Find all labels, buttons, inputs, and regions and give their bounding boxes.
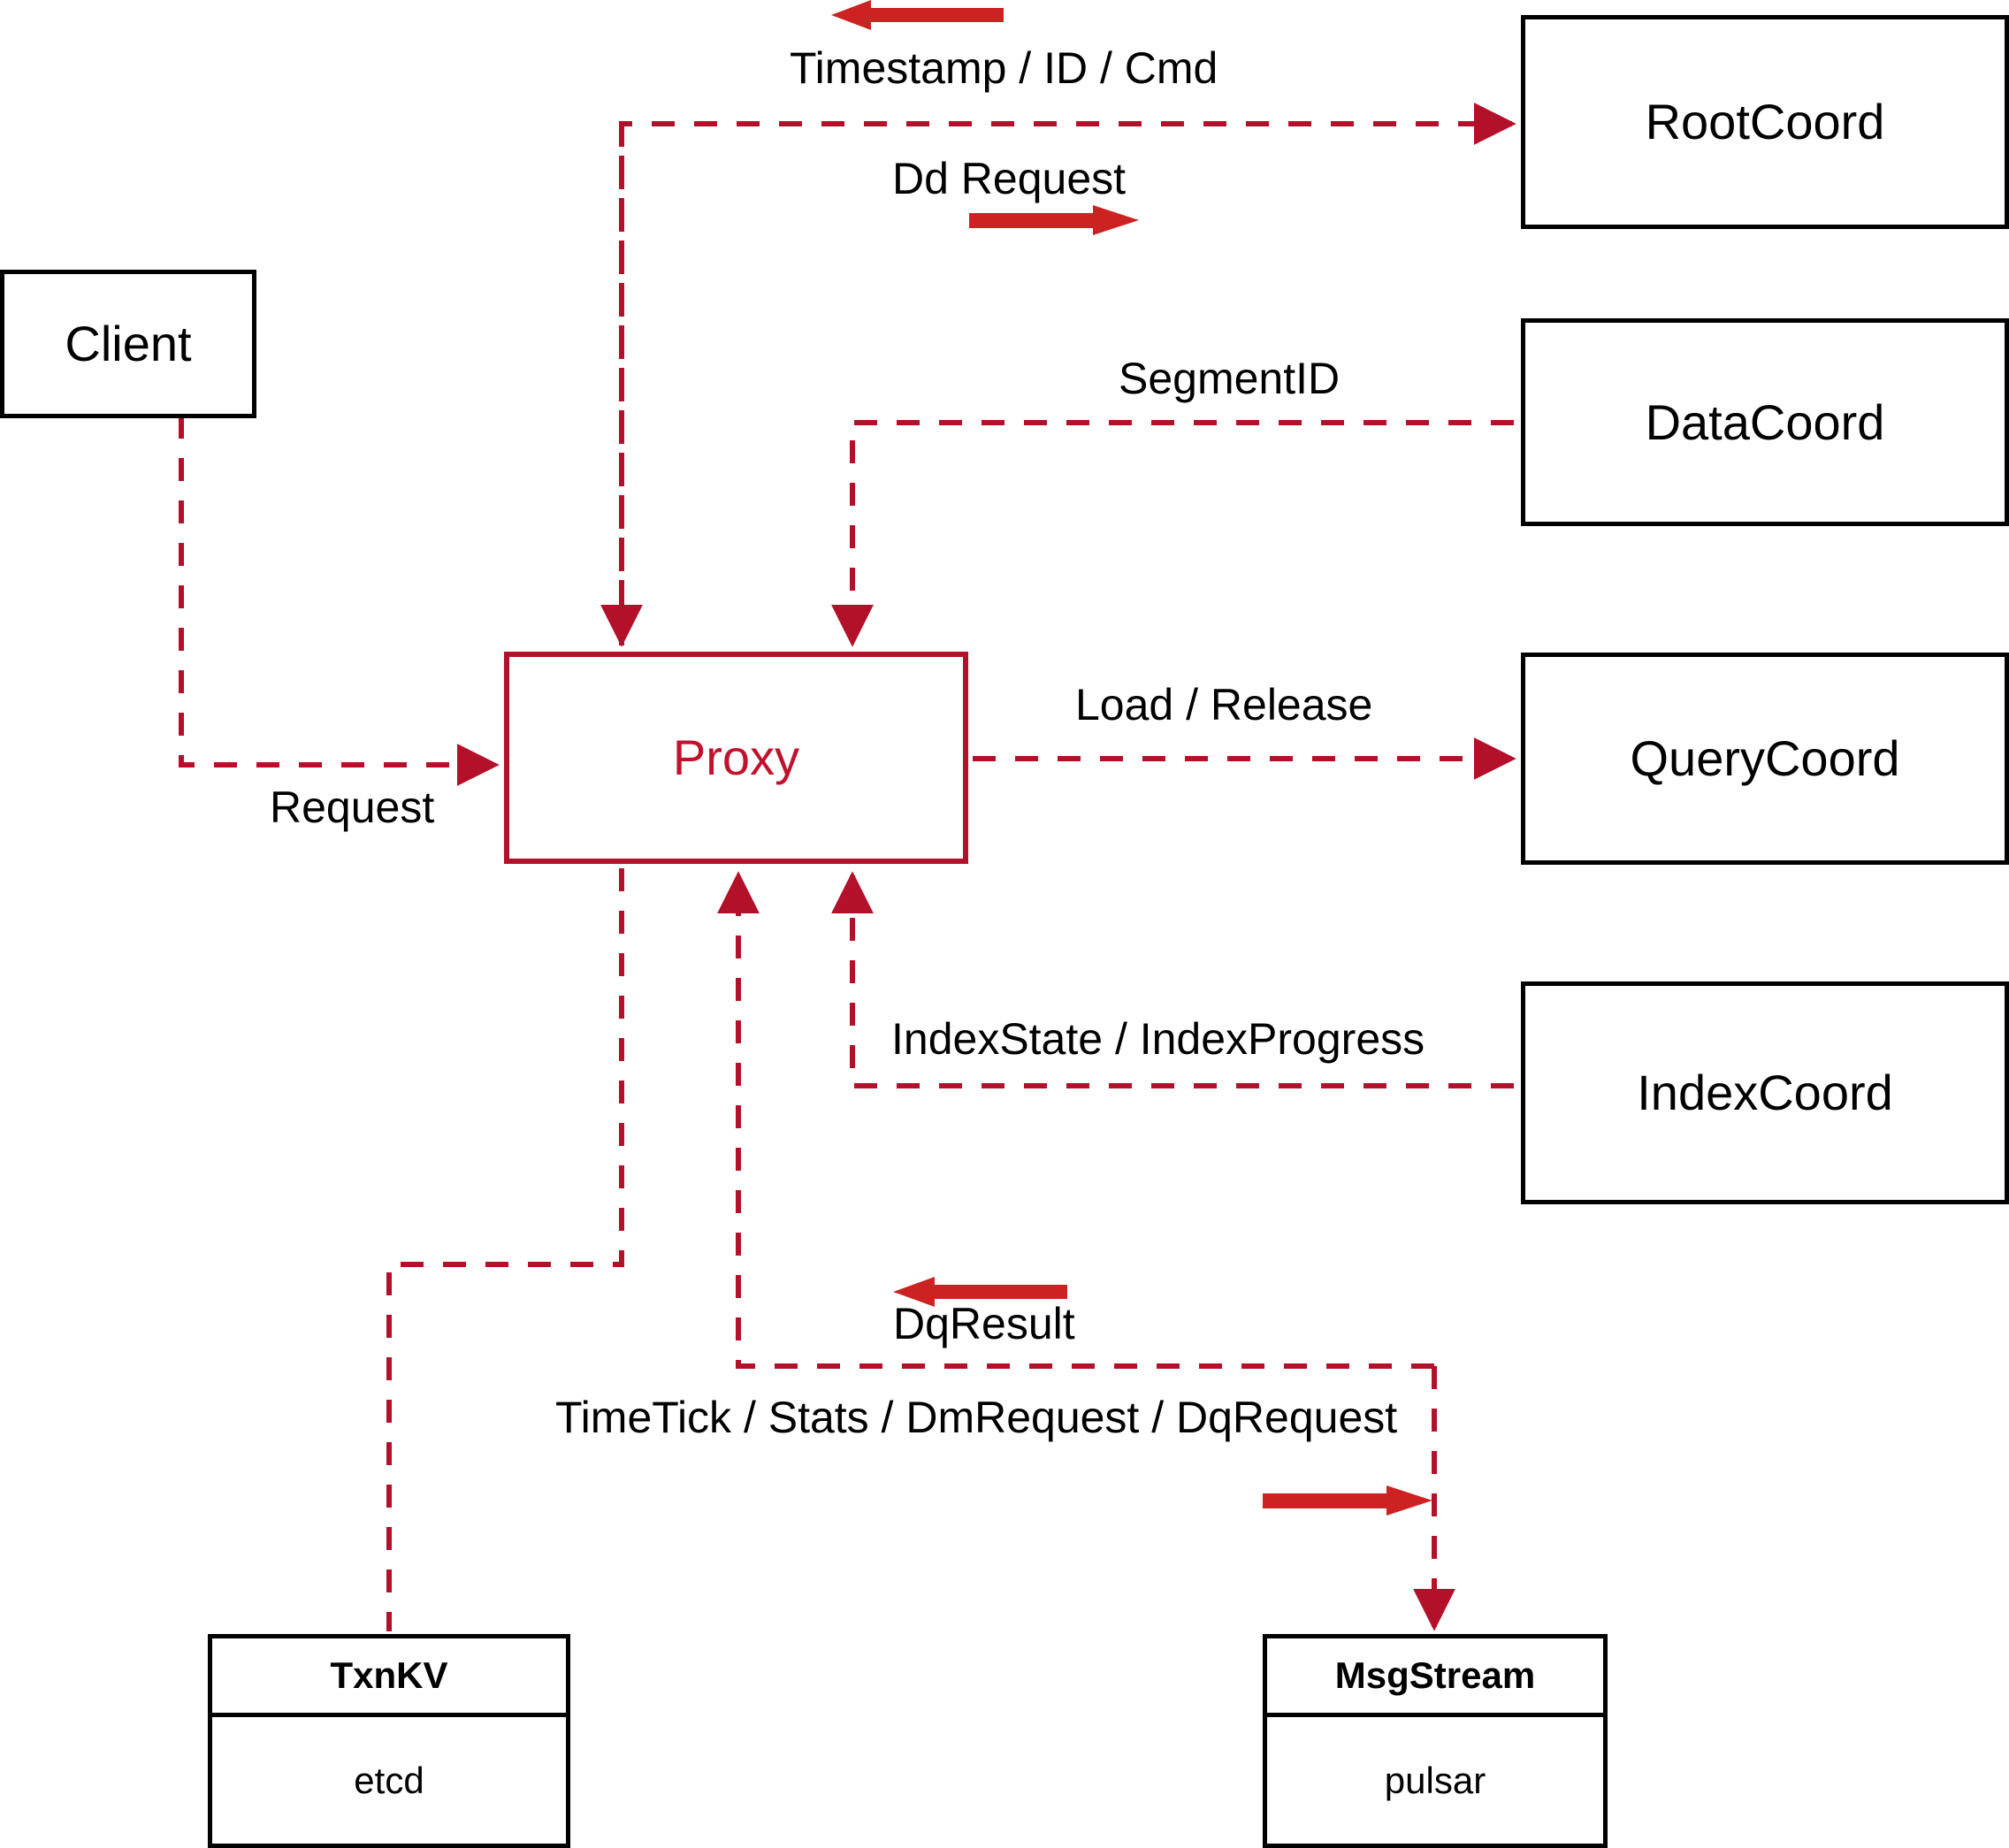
- node-rootcoord-label: RootCoord: [1645, 94, 1885, 149]
- node-querycoord-label: QueryCoord: [1630, 730, 1900, 786]
- node-txnkv-body: etcd: [354, 1759, 424, 1801]
- direction-arrow-timestamp: [831, 0, 1004, 30]
- edge-label-timestamp-id-cmd: Timestamp / ID / Cmd: [790, 43, 1218, 93]
- node-client-label: Client: [65, 316, 192, 371]
- node-txnkv[interactable]: TxnKV etcd: [208, 1634, 570, 1848]
- node-msgstream-body: pulsar: [1384, 1759, 1486, 1801]
- dashed-flow-lines: [179, 103, 1516, 1631]
- node-proxy[interactable]: Proxy: [504, 652, 968, 864]
- direction-arrow-dqresult: [893, 1277, 1067, 1307]
- direction-arrow-glyphs: [831, 0, 1432, 1516]
- edge-label-request: Request: [270, 783, 435, 832]
- direction-arrow-dd-request: [969, 205, 1139, 235]
- edge-indexcoord-to-proxy: [831, 871, 1514, 1088]
- edge-client-to-proxy: [179, 416, 500, 786]
- edge-label-segment-id: SegmentID: [1119, 354, 1341, 403]
- edge-label-load-release: Load / Release: [1075, 680, 1373, 729]
- node-datacoord-label: DataCoord: [1645, 393, 1885, 450]
- node-querycoord[interactable]: QueryCoord: [1521, 653, 2009, 865]
- node-indexcoord-label: IndexCoord: [1637, 1065, 1893, 1120]
- direction-arrow-timetick: [1263, 1485, 1432, 1516]
- edge-label-index-state-progress: IndexState / IndexProgress: [891, 1014, 1425, 1064]
- node-proxy-label: Proxy: [672, 729, 800, 785]
- edge-datacoord-to-proxy: [831, 420, 1514, 647]
- edge-label-timetick-stats: TimeTick / Stats / DmRequest / DqRequest: [555, 1393, 1398, 1442]
- edge-label-dd-request: Dd Request: [892, 154, 1127, 203]
- node-client[interactable]: Client: [0, 270, 256, 418]
- node-msgstream[interactable]: MsgStream pulsar: [1263, 1634, 1608, 1848]
- node-msgstream-header: MsgStream: [1267, 1638, 1603, 1717]
- node-datacoord[interactable]: DataCoord: [1521, 318, 2009, 526]
- node-txnkv-header: TxnKV: [212, 1638, 566, 1717]
- edge-msgstream-to-proxy: [717, 871, 1434, 1369]
- edge-label-dq-result: DqResult: [893, 1299, 1075, 1348]
- node-rootcoord[interactable]: RootCoord: [1521, 15, 2009, 229]
- node-indexcoord[interactable]: IndexCoord: [1521, 981, 2009, 1204]
- edge-proxy-to-txnkv: [386, 868, 624, 1631]
